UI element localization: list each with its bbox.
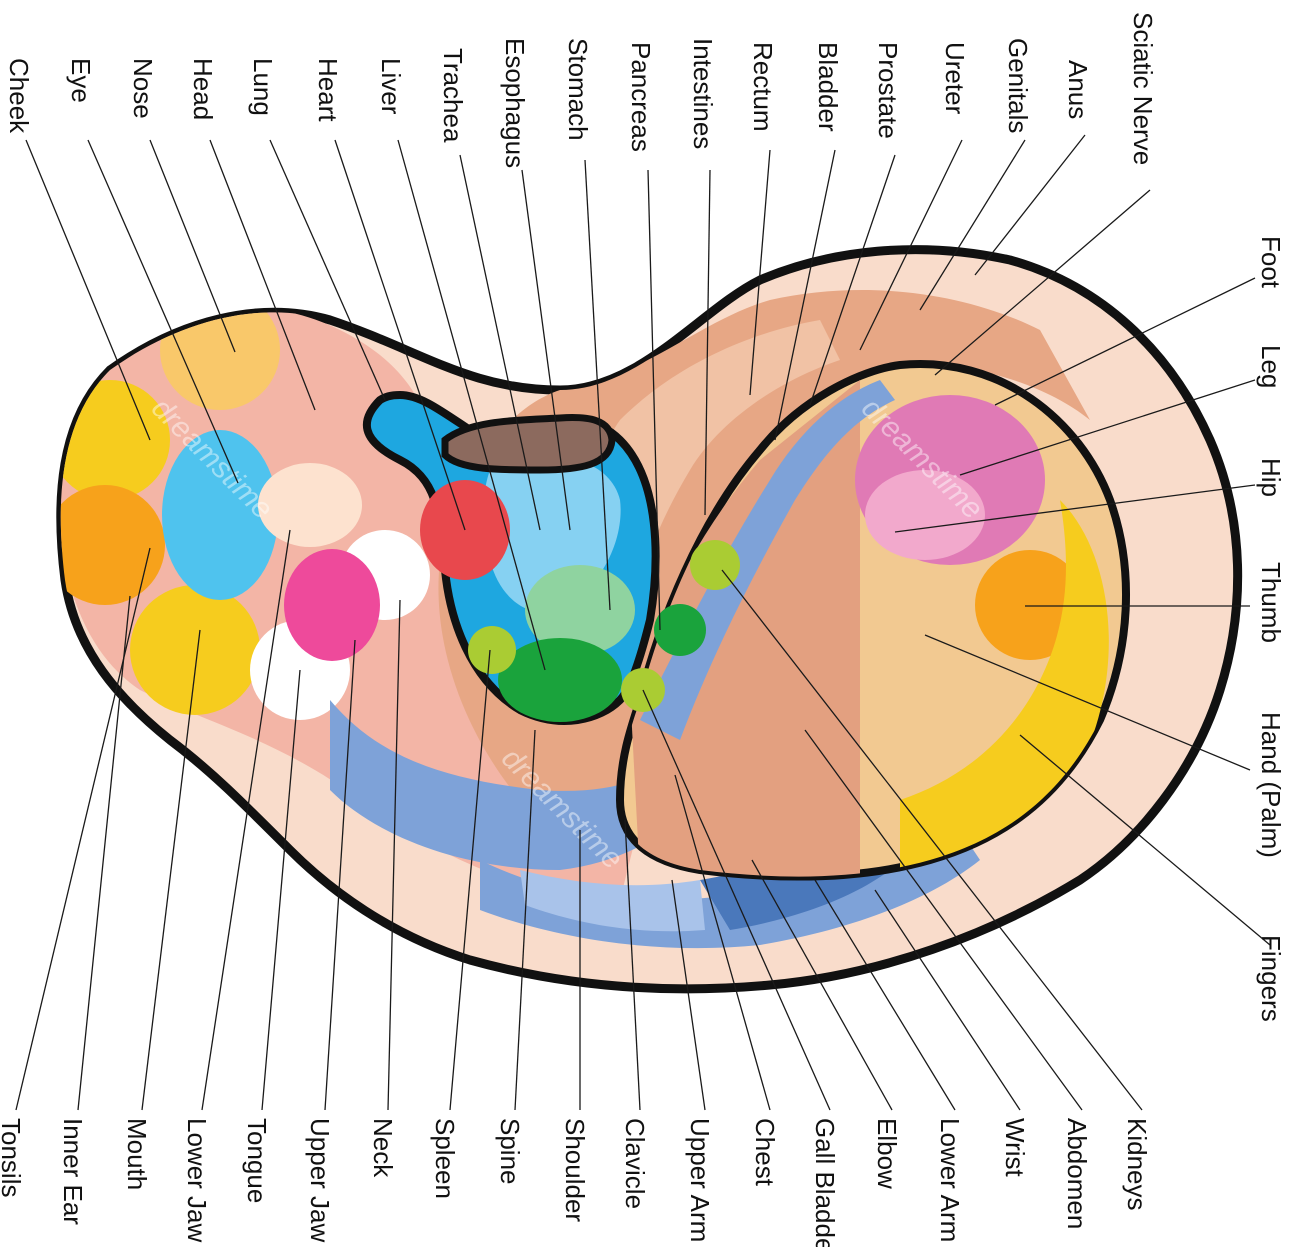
label-nose: Nose	[128, 58, 158, 119]
label-foot: Foot	[1256, 236, 1286, 289]
mouth-zone	[130, 585, 260, 715]
label-chest: Chest	[750, 1118, 780, 1187]
label-upper-arm: Upper Arm	[685, 1118, 715, 1242]
label-eye: Eye	[66, 58, 96, 103]
label-liver: Liver	[376, 58, 406, 115]
bottom-labels: Tonsils Inner Ear Mouth Lower Jaw Tongue…	[0, 1118, 1152, 1247]
nose-zone	[160, 290, 280, 410]
pancreas-zone	[654, 604, 706, 656]
tongue-zone	[284, 549, 380, 661]
label-genitals: Genitals	[1003, 38, 1033, 133]
label-upper-jaw: Upper Jaw	[305, 1118, 335, 1242]
label-lower-jaw: Lower Jaw	[182, 1118, 212, 1242]
label-intestines: Intestines	[688, 38, 718, 149]
label-hand-palm: Hand (Palm)	[1256, 712, 1286, 858]
label-leg: Leg	[1256, 345, 1286, 388]
label-abdomen: Abdomen	[1062, 1118, 1092, 1229]
label-fingers: Fingers	[1256, 935, 1286, 1022]
label-tonsils: Tonsils	[0, 1118, 26, 1197]
label-head: Head	[188, 58, 218, 120]
label-mouth: Mouth	[122, 1118, 152, 1190]
stomach-pocket	[445, 418, 612, 470]
liver-zone	[498, 638, 622, 722]
label-stomach: Stomach	[563, 38, 593, 141]
top-labels: Cheek Eye Nose Head Lung Heart Liver Tra…	[4, 12, 1158, 168]
label-neck: Neck	[368, 1118, 398, 1178]
label-spine: Spine	[495, 1118, 525, 1185]
leader-anus	[975, 135, 1085, 275]
label-lung: Lung	[248, 58, 278, 116]
label-elbow: Elbow	[872, 1118, 902, 1189]
label-hip: Hip	[1256, 458, 1286, 497]
label-rectum: Rectum	[748, 42, 778, 132]
right-labels: Foot Leg Hip Thumb Hand (Palm) Fingers	[1256, 236, 1286, 1022]
label-kidneys: Kidneys	[1122, 1118, 1152, 1211]
label-wrist: Wrist	[1000, 1118, 1030, 1178]
label-lower-arm: Lower Arm	[935, 1118, 965, 1242]
label-esophagus: Esophagus	[500, 38, 530, 168]
label-shoulder: Shoulder	[560, 1118, 590, 1222]
label-spleen: Spleen	[430, 1118, 460, 1199]
label-prostate: Prostate	[873, 42, 903, 139]
ear-shape: dreamstime dreamstime dreamstime	[45, 250, 1238, 989]
label-cheek: Cheek	[4, 58, 34, 134]
label-pancreas: Pancreas	[626, 42, 656, 152]
label-thumb: Thumb	[1256, 562, 1286, 643]
label-ureter: Ureter	[940, 42, 970, 115]
label-inner-ear: Inner Ear	[58, 1118, 88, 1225]
spleen-zone	[468, 626, 516, 674]
label-sciatic-nerve: Sciatic Nerve	[1128, 12, 1158, 165]
label-trachea: Trachea	[438, 48, 468, 143]
label-bladder: Bladder	[813, 42, 843, 132]
label-heart: Heart	[313, 58, 343, 122]
label-gall-bladder: Gall Bladder	[810, 1118, 840, 1247]
label-tongue: Tongue	[242, 1118, 272, 1203]
label-clavicle: Clavicle	[620, 1118, 650, 1209]
label-anus: Anus	[1063, 60, 1093, 119]
